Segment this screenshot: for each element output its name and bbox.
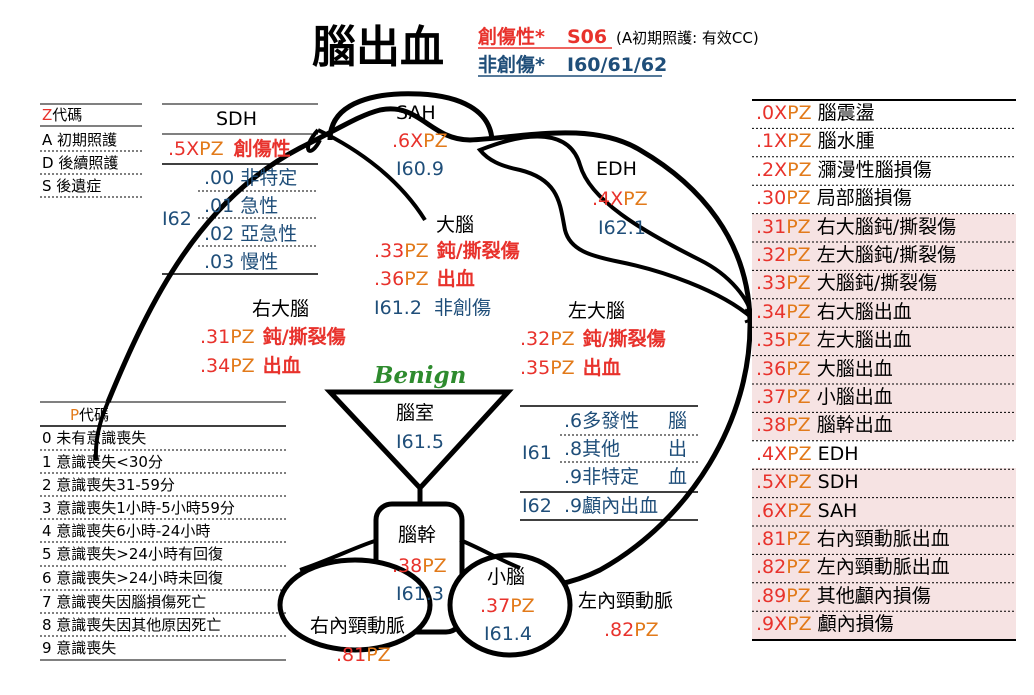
traumatic-note: (A初期照護: 有效CC) [616,29,759,47]
sdh-sub-00: .00 非特定 [204,167,298,189]
brainstem-title: 腦幹 [398,524,437,546]
cerebellum-code: .37PZ [480,595,535,617]
sdh-sub-03: .03 慢性 [204,251,279,273]
benign-label: Benign [374,362,467,389]
cerebrum-title: 大腦 [436,214,475,236]
edh-title: EDH [596,158,637,180]
i61-side-2: 出 [668,438,688,460]
ventricle-triangle [324,389,514,492]
p-row-3: 3 意識喪失1小時-5小時59分 [42,499,235,517]
i61-row-8: .8其他 [564,438,621,460]
left-cerebrum-title: 左大腦 [568,300,626,322]
i61-side-3: 血 [668,466,688,488]
z-row-a: A 初期照護 [42,131,118,149]
cerebellum-shape [447,552,573,658]
i62-row: .9顱內出血 [564,495,659,517]
p-row-1: 1 意識喪失<30分 [42,453,163,471]
p-row-0: 0 未有意識喪失 [42,429,147,447]
sdh-outline [306,128,427,222]
p-row-6: 6 意識喪失>24小時未回復 [42,569,223,587]
sdh-sub-02: .02 亞急性 [204,223,298,245]
edh-i-code: I62.1 [598,217,646,239]
edh-outline [476,134,755,323]
sdh-sub-01: .01 急性 [204,195,279,217]
sah-i-code: I60.9 [396,158,444,180]
sah-title: SAH [396,102,436,124]
p-row-9: 9 意識喪失 [42,639,117,657]
left-carotid-title: 左內頸動脈 [578,590,674,612]
cerebellum-i-code: I61.4 [484,623,532,645]
p-row-4: 4 意識喪失6小時-24小時 [42,522,211,540]
p-row-2: 2 意識喪失31-59分 [42,476,175,494]
z-row-d: D 後續照護 [42,154,119,172]
sdh-title: SDH [216,108,257,130]
tail-left [93,401,110,461]
i62-label: I62 [522,495,552,517]
i61-row-6: .6多發性 [564,410,640,432]
i61-row-9: .9非特定 [564,466,640,488]
right-carotid-title: 右內頸動脈 [310,615,406,637]
brainstem-i-code: I61.3 [396,583,444,605]
sdh-i-code: I62 [162,208,192,230]
cerebrum-line-3: I61.2 非創傷 [374,297,491,319]
cerebellum-title: 小腦 [487,566,526,588]
p-table-header: P代碼 [70,406,110,424]
i61-side-1: 腦 [668,410,688,432]
nontraumatic-code: I60/61/62 [567,54,668,76]
traumatic-label: 創傷性* [478,26,545,48]
brainstem-code: .38PZ [392,555,447,577]
p-row-5: 5 意識喪失>24小時有回復 [42,545,223,563]
ventricle-title: 腦室 [396,402,435,424]
right-carotid-shape [277,557,433,653]
sah-code: .6XPZ [392,130,448,152]
ventricle-i-code: I61.5 [396,431,444,453]
edh-code: .4XPZ [592,188,648,210]
left-carotid-code: .82PZ [604,619,659,641]
traumatic-code: S06 [567,26,608,48]
z-row-s: S 後遺症 [42,177,102,195]
right-cerebrum-title: 右大腦 [252,298,310,320]
p-row-7: 7 意識喪失因腦損傷死亡 [42,593,207,611]
i61-label: I61 [522,442,552,464]
right-carotid-code: .81PZ [336,644,391,666]
page-title: 腦出血 [312,22,444,73]
link-lines [299,538,521,572]
sah-outline [327,91,495,141]
outer-brain-outline [105,106,753,593]
nontraumatic-label: 非創傷* [478,54,545,76]
z-table-header: Z代碼 [42,106,83,124]
p-row-8: 8 意識喪失因其他原因死亡 [42,616,222,634]
